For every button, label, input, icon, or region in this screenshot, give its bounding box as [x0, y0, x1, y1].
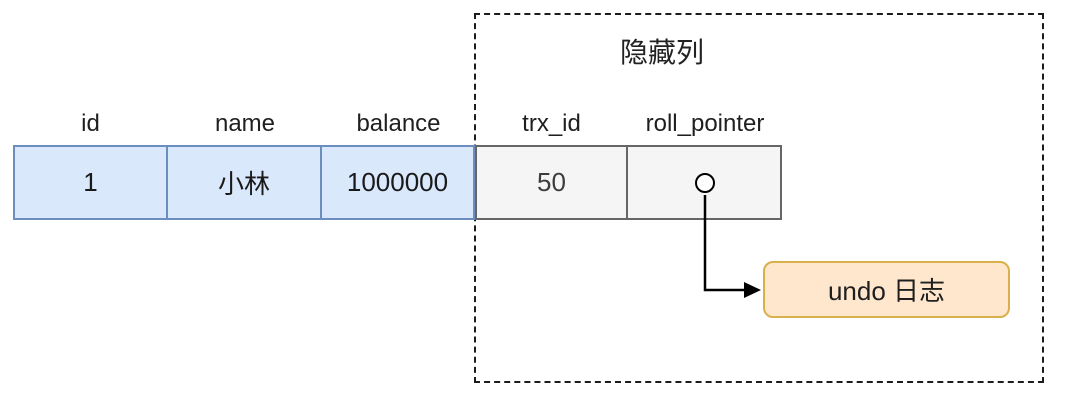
column-header-name: name [214, 110, 276, 137]
cell-id: 1 [13, 145, 168, 220]
pointer-origin-circle-icon [695, 173, 715, 193]
column-header-roll-pointer: roll_pointer [645, 110, 765, 137]
column-header-trx-id: trx_id [522, 110, 581, 137]
table-row-hidden-columns: 50 [475, 145, 782, 220]
undo-log-node: undo 日志 [763, 261, 1010, 318]
cell-name: 小林 [168, 145, 322, 220]
hidden-columns-label: 隐藏列 [619, 37, 704, 68]
cell-trx-id: 50 [475, 145, 628, 220]
table-row-visible-columns: 1 小林 1000000 [13, 145, 475, 220]
column-header-id: id [81, 110, 100, 137]
column-header-balance: balance [356, 110, 441, 137]
cell-balance: 1000000 [322, 145, 475, 220]
